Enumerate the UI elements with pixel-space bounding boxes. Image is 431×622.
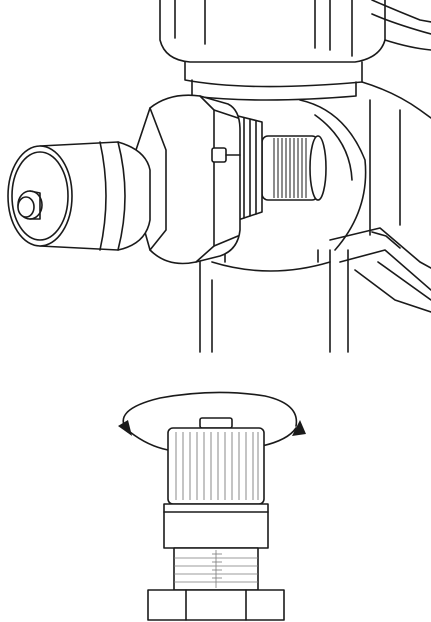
arrowhead-right-icon <box>292 420 306 436</box>
knob-top-tab <box>199 417 233 429</box>
knurled-knob <box>167 427 265 505</box>
hex-nut <box>135 94 241 265</box>
knob-body <box>163 503 269 549</box>
knurl-lines <box>175 432 259 500</box>
valve-housing <box>159 0 431 353</box>
hex-base <box>147 589 285 621</box>
threaded-stem <box>261 135 327 201</box>
arrowhead-left-icon <box>118 420 132 436</box>
scale-sleeve <box>173 547 259 591</box>
washer-stack <box>237 115 263 221</box>
knob-rotation-drawing <box>118 391 306 621</box>
rotation-arrow-icon <box>118 391 306 451</box>
adjustment-knob-cap <box>7 141 151 251</box>
valve-assembly-drawing <box>7 0 431 353</box>
